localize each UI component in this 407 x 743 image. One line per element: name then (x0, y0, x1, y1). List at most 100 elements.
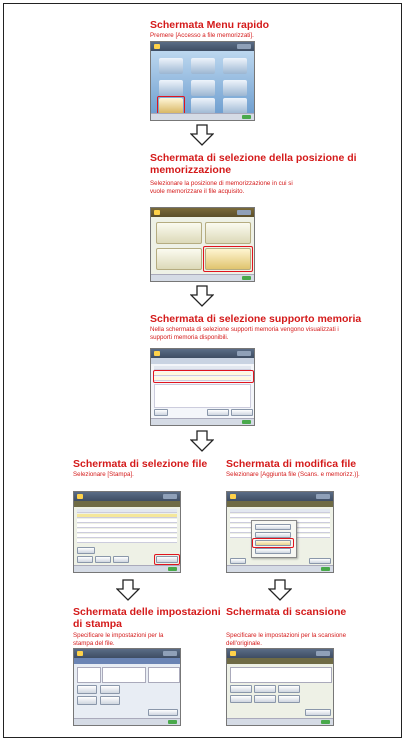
list-item (77, 539, 177, 543)
screen-subheader (74, 501, 180, 507)
settings-button (254, 685, 276, 693)
settings-button (100, 696, 120, 705)
list-header (154, 366, 251, 370)
print-start-button (148, 709, 178, 716)
toolbar-button (77, 556, 93, 563)
settings-panel (77, 667, 101, 683)
memory-media-tile (205, 248, 251, 270)
screen-header (151, 42, 254, 51)
copies-panel (148, 667, 180, 683)
screenshot-scan (226, 648, 334, 726)
menu-button (255, 532, 291, 538)
list-item (230, 514, 330, 518)
screenshot-file-edit (226, 491, 334, 573)
scan-settings-bar (230, 667, 332, 683)
settings-button (254, 695, 276, 703)
location-tile (156, 248, 202, 270)
settings-button (278, 695, 300, 703)
toolbar-button (207, 409, 229, 416)
step2-desc: Selezionare la posizione di memorizzazio… (150, 180, 293, 195)
menu-tile (159, 80, 183, 96)
screen-header (151, 208, 254, 217)
list-item (77, 534, 177, 538)
screen-footer (227, 718, 333, 725)
step6-desc: Specificare le impostazioni per la stamp… (73, 632, 164, 647)
add-file-button (255, 540, 291, 546)
screenshot-file-selection (73, 491, 181, 573)
down-arrow-icon (268, 579, 292, 601)
toolbar-button (231, 409, 253, 416)
menu-tile (191, 80, 215, 96)
down-arrow-icon (190, 124, 214, 146)
menu-tile (191, 58, 215, 74)
screen-subheader (227, 658, 333, 664)
screen-header (227, 649, 333, 658)
settings-panel (102, 667, 146, 683)
list-item (77, 529, 177, 533)
list-item-selected (77, 514, 177, 518)
list-item (154, 372, 251, 376)
menu-button (255, 524, 291, 530)
down-arrow-icon (116, 579, 140, 601)
scan-start-button (305, 709, 331, 716)
toolbar-button (113, 556, 129, 563)
highlight-box (154, 554, 180, 565)
step6-title: Schermata delle impostazioni di stampa (73, 606, 221, 630)
screen-header (74, 649, 180, 658)
step4-desc: Selezionare [Stampa]. (73, 471, 134, 478)
toolbar-button (95, 556, 111, 563)
settings-button (230, 695, 252, 703)
highlight-box (153, 370, 254, 383)
highlight-box (203, 246, 253, 272)
settings-button (77, 696, 97, 705)
screen-footer (151, 418, 254, 425)
toolbar-button (77, 547, 95, 554)
screen-header (227, 492, 333, 501)
screen-header (74, 492, 180, 501)
down-arrow-icon (190, 285, 214, 307)
screen-footer (74, 565, 180, 572)
list-item (154, 377, 251, 381)
menu-tile (223, 58, 247, 74)
step1-desc: Premere [Accesso a file memorizzati]. (150, 32, 254, 39)
step2-title: Schermata di selezione della posizione d… (150, 152, 357, 176)
toolbar-button (154, 409, 168, 416)
print-button (156, 556, 178, 563)
screenshot-quick-menu (150, 41, 255, 121)
screen-subheader (151, 358, 254, 364)
settings-button (278, 685, 300, 693)
diagram-frame (3, 3, 402, 738)
toolbar-button (309, 558, 331, 564)
screen-footer (151, 113, 254, 120)
list-item (77, 524, 177, 528)
stored-files-tile (159, 98, 183, 114)
step3-title: Schermata di selezione supporto memoria (150, 313, 362, 325)
step7-title: Schermata di scansione (226, 606, 347, 618)
screen-subheader (227, 501, 333, 507)
list-item (77, 519, 177, 523)
step5-desc: Selezionare [Aggiunta file (Scans. e mem… (226, 471, 360, 478)
list-header (77, 509, 177, 513)
step3-desc: Nella schermata di selezione supporti me… (150, 326, 339, 341)
step7-desc: Specificare le impostazioni per la scans… (226, 632, 347, 647)
screen-footer (227, 565, 333, 572)
menu-tile (159, 58, 183, 74)
menu-button (255, 548, 291, 554)
screenshot-storage-location (150, 207, 255, 282)
menu-tile (223, 80, 247, 96)
list-area (154, 384, 251, 408)
toolbar-button (230, 558, 246, 564)
screenshot-print-settings (73, 648, 181, 726)
screen-footer (151, 274, 254, 281)
location-tile (156, 222, 202, 244)
location-tile (205, 222, 251, 244)
settings-button (230, 685, 252, 693)
edit-menu-popup (251, 520, 297, 558)
settings-button (100, 685, 120, 694)
step1-title: Schermata Menu rapido (150, 19, 270, 31)
highlight-box (252, 538, 294, 548)
step4-title: Schermata di selezione file (73, 458, 208, 470)
settings-button (77, 685, 97, 694)
menu-tile (191, 98, 215, 114)
screen-header (151, 349, 254, 358)
